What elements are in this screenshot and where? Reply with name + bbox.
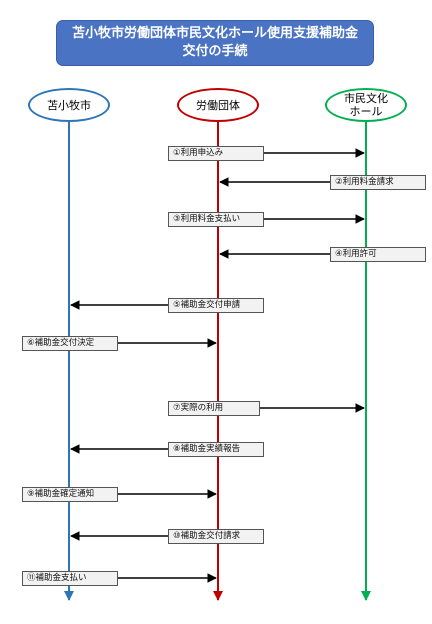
actor-label: 苫小牧市 — [47, 98, 91, 112]
step-label: ①利用申込み — [168, 146, 264, 161]
step-label: ⑨補助金確定通知 — [22, 487, 118, 502]
step-label: ⑦実際の利用 — [168, 401, 260, 416]
actor-label: 労働団体 — [196, 98, 240, 112]
actor-label: ホール — [349, 105, 383, 118]
step-label: ④利用許可 — [330, 247, 426, 262]
step-label: ③利用料金支払い — [168, 212, 264, 227]
actor-hall: 市民文化ホール — [325, 88, 407, 122]
diagram-title: 苫小牧市労働団体市民文化ホール使用支援補助金 交付の手続 — [56, 20, 374, 66]
title-line-2: 交付の手続 — [182, 44, 248, 59]
actor-city: 苫小牧市 — [28, 88, 110, 122]
actor-union: 労働団体 — [177, 88, 259, 122]
step-label: ⑩補助金交付請求 — [168, 529, 264, 544]
step-label: ⑤補助金交付申請 — [168, 298, 264, 313]
step-label: ⑥補助金交付決定 — [22, 336, 118, 351]
title-line-1: 苫小牧市労働団体市民文化ホール使用支援補助金 — [71, 26, 358, 41]
step-label: ②利用料金請求 — [330, 175, 426, 190]
step-label: ⑧補助金実績報告 — [168, 442, 264, 457]
step-label: ⑪補助金支払い — [22, 571, 118, 586]
actor-label: 市民文化 — [344, 92, 388, 105]
